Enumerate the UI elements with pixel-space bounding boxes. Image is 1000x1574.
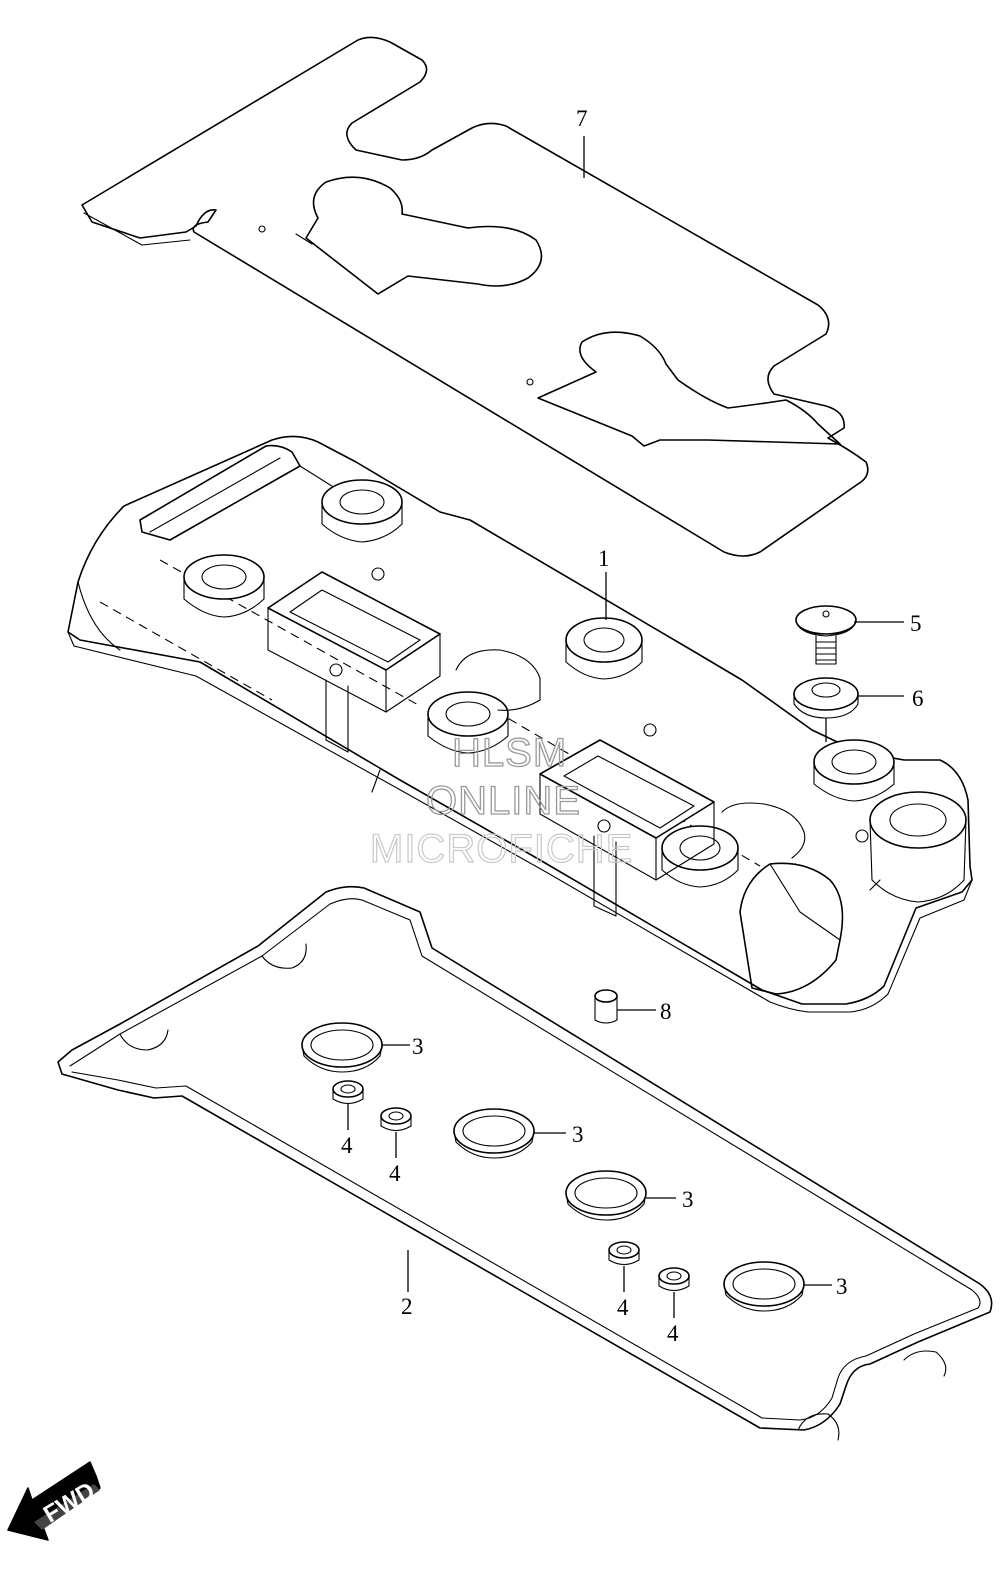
- plug-boss: [321, 479, 403, 543]
- callout-3-c: 3: [682, 1187, 694, 1212]
- callout-4-c: 4: [617, 1295, 629, 1320]
- callout-2: 2: [401, 1294, 413, 1319]
- callout-4-a: 4: [341, 1133, 353, 1158]
- breather-housing: [267, 567, 441, 753]
- callout-3-a: 3: [412, 1034, 424, 1059]
- callout-5: 5: [910, 611, 922, 636]
- plug-boss: [661, 825, 739, 888]
- plug-boss: [427, 691, 509, 754]
- callout-8: 8: [660, 999, 672, 1024]
- oil-filler-boss: [855, 791, 967, 903]
- part-2-head-cover-gasket[interactable]: [57, 885, 993, 1441]
- watermark-line-2: ONLINE: [426, 779, 581, 823]
- part-5-bolt[interactable]: [795, 605, 857, 665]
- part-4-small-seal[interactable]: [380, 1107, 412, 1132]
- part-7-cover-gasket[interactable]: [81, 36, 869, 557]
- callout-7: 7: [576, 106, 588, 131]
- part-8-spacer[interactable]: [594, 989, 618, 1024]
- breather-housing: [539, 723, 715, 917]
- callout-6: 6: [912, 686, 924, 711]
- plug-boss: [183, 554, 265, 618]
- watermark: HLSM ONLINE MICROFICHE: [369, 730, 633, 871]
- part-3-plug-seal[interactable]: [453, 1108, 535, 1159]
- plug-boss: [565, 617, 643, 680]
- callout-4-b: 4: [389, 1161, 401, 1186]
- part-3-plug-seal[interactable]: [723, 1261, 805, 1312]
- callout-4-d: 4: [667, 1321, 679, 1346]
- part-6-grommet[interactable]: [793, 677, 859, 719]
- leader-lines: [347, 136, 904, 1318]
- part-4-small-seal[interactable]: [608, 1241, 640, 1266]
- callout-1: 1: [598, 546, 610, 571]
- part-3-plug-seal[interactable]: [565, 1170, 647, 1221]
- plug-boss: [813, 739, 895, 802]
- callout-3-d: 3: [836, 1274, 848, 1299]
- part-1-cylinder-head-cover[interactable]: [67, 435, 973, 1013]
- watermark-line-1: HLSM: [452, 731, 567, 775]
- part-4-small-seal[interactable]: [658, 1267, 690, 1292]
- part-4-small-seal[interactable]: [332, 1080, 364, 1105]
- forward-arrow-icon: FWD: [7, 1461, 101, 1541]
- callout-3-b: 3: [572, 1122, 584, 1147]
- watermark-line-3: MICROFICHE: [370, 827, 633, 871]
- part-3-plug-seal[interactable]: [301, 1022, 383, 1073]
